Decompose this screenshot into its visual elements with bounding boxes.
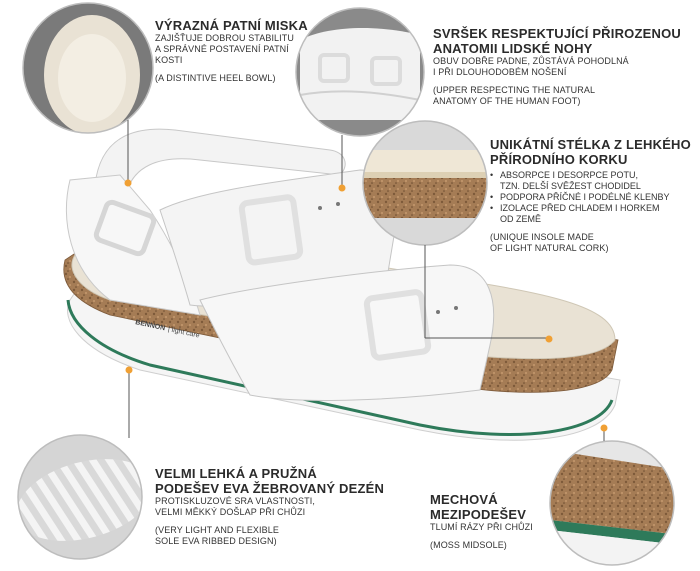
upper-en-1: (UPPER RESPECTING THE NATURAL (433, 85, 596, 95)
callout-leaders (127, 120, 605, 441)
sole-desc-2: VELMI MĚKKÝ DOŠLAP PŘI CHŮZI (155, 507, 306, 517)
insole-bullets: ABSORPCE I DESORPCE POTU,TZN. DELŠÍ SVĚŽ… (490, 170, 698, 225)
upper-title-2: ANATOMII LIDSKÉ NOHY (433, 41, 593, 56)
heel-bowl-en: (A DISTINTIVE HEEL BOWL) (155, 73, 276, 83)
upper-desc-2: I PŘI DLOUHODOBÉM NOŠENÍ (433, 67, 567, 77)
heel-bowl-callout: VÝRAZNÁ PATNÍ MISKA ZAJIŠŤUJE DOBROU STA… (155, 18, 330, 84)
heel-cup (65, 174, 201, 316)
sole-en-2: SOLE EVA RIBBED DESIGN) (155, 536, 277, 546)
midsole-en: (MOSS MIDSOLE) (430, 540, 507, 550)
heel-bowl-detail (23, 3, 153, 133)
buckle-1 (238, 194, 304, 266)
insole-bullet-2: PODPORA PŘÍČNÉ I PODÉLNÉ KLENBY (490, 192, 698, 203)
heel-bowl-desc-1: ZAJIŠŤUJE DOBROU STABILITU (155, 33, 294, 43)
cork-insole-detail (363, 121, 487, 245)
heel-bowl-desc-2: A SPRÁVNÉ POSTAVENÍ PATNÍ (155, 44, 289, 54)
midsole-title-1: MECHOVÁ (430, 492, 498, 507)
insole-title-1: UNIKÁTNÍ STÉLKA Z LEHKÉHO (490, 137, 691, 152)
sole-title-2: PODEŠEV EVA ŽEBROVANÝ DEZÉN (155, 481, 385, 496)
insole-en-2: OF LIGHT NATURAL CORK) (490, 243, 609, 253)
upper-en-2: ANATOMY OF THE HUMAN FOOT) (433, 96, 581, 106)
insole-callout: UNIKÁTNÍ STÉLKA Z LEHKÉHO PŘÍRODNÍHO KOR… (490, 137, 698, 254)
insole-bullet-1: ABSORPCE I DESORPCE POTU,TZN. DELŠÍ SVĚŽ… (490, 170, 698, 192)
sole-en-1: (VERY LIGHT AND FLEXIBLE (155, 525, 279, 535)
midsole-desc: TLUMÍ RÁZY PŘI CHŮZI (430, 522, 533, 532)
sole-callout: VELMI LEHKÁ A PRUŽNÁ PODEŠEV EVA ŽEBROVA… (155, 466, 395, 547)
upper-title-1: SVRŠEK RESPEKTUJÍCÍ PŘIROZENOU (433, 26, 681, 41)
ribbed-sole-detail (18, 435, 142, 559)
midsole-callout: MECHOVÁ MEZIPODEŠEV TLUMÍ RÁZY PŘI CHŮZI… (430, 492, 550, 551)
callout-dots (124, 179, 608, 432)
buckle-heel (93, 199, 157, 257)
heel-bowl-desc-3: KOSTI (155, 55, 183, 65)
moss-midsole-detail (550, 441, 674, 565)
upper-detail (296, 8, 424, 136)
upper-callout: SVRŠEK RESPEKTUJÍCÍ PŘIROZENOU ANATOMII … (433, 26, 698, 107)
insole-title-2: PŘÍRODNÍHO KORKU (490, 152, 628, 167)
sole-desc-1: PROTISKLUZOVÉ SRA VLASTNOSTI, (155, 496, 315, 506)
midsole-title-2: MEZIPODEŠEV (430, 507, 527, 522)
green-stripe (66, 299, 614, 437)
heel-strap (94, 128, 346, 201)
insole-en-1: (UNIQUE INSOLE MADE (490, 232, 594, 242)
heel-bowl-title: VÝRAZNÁ PATNÍ MISKA (155, 18, 308, 33)
sole-title-1: VELMI LEHKÁ A PRUŽNÁ (155, 466, 317, 481)
upper-desc-1: OBUV DOBŘE PADNE, ZŮSTÁVÁ POHODLNÁ (433, 56, 629, 66)
